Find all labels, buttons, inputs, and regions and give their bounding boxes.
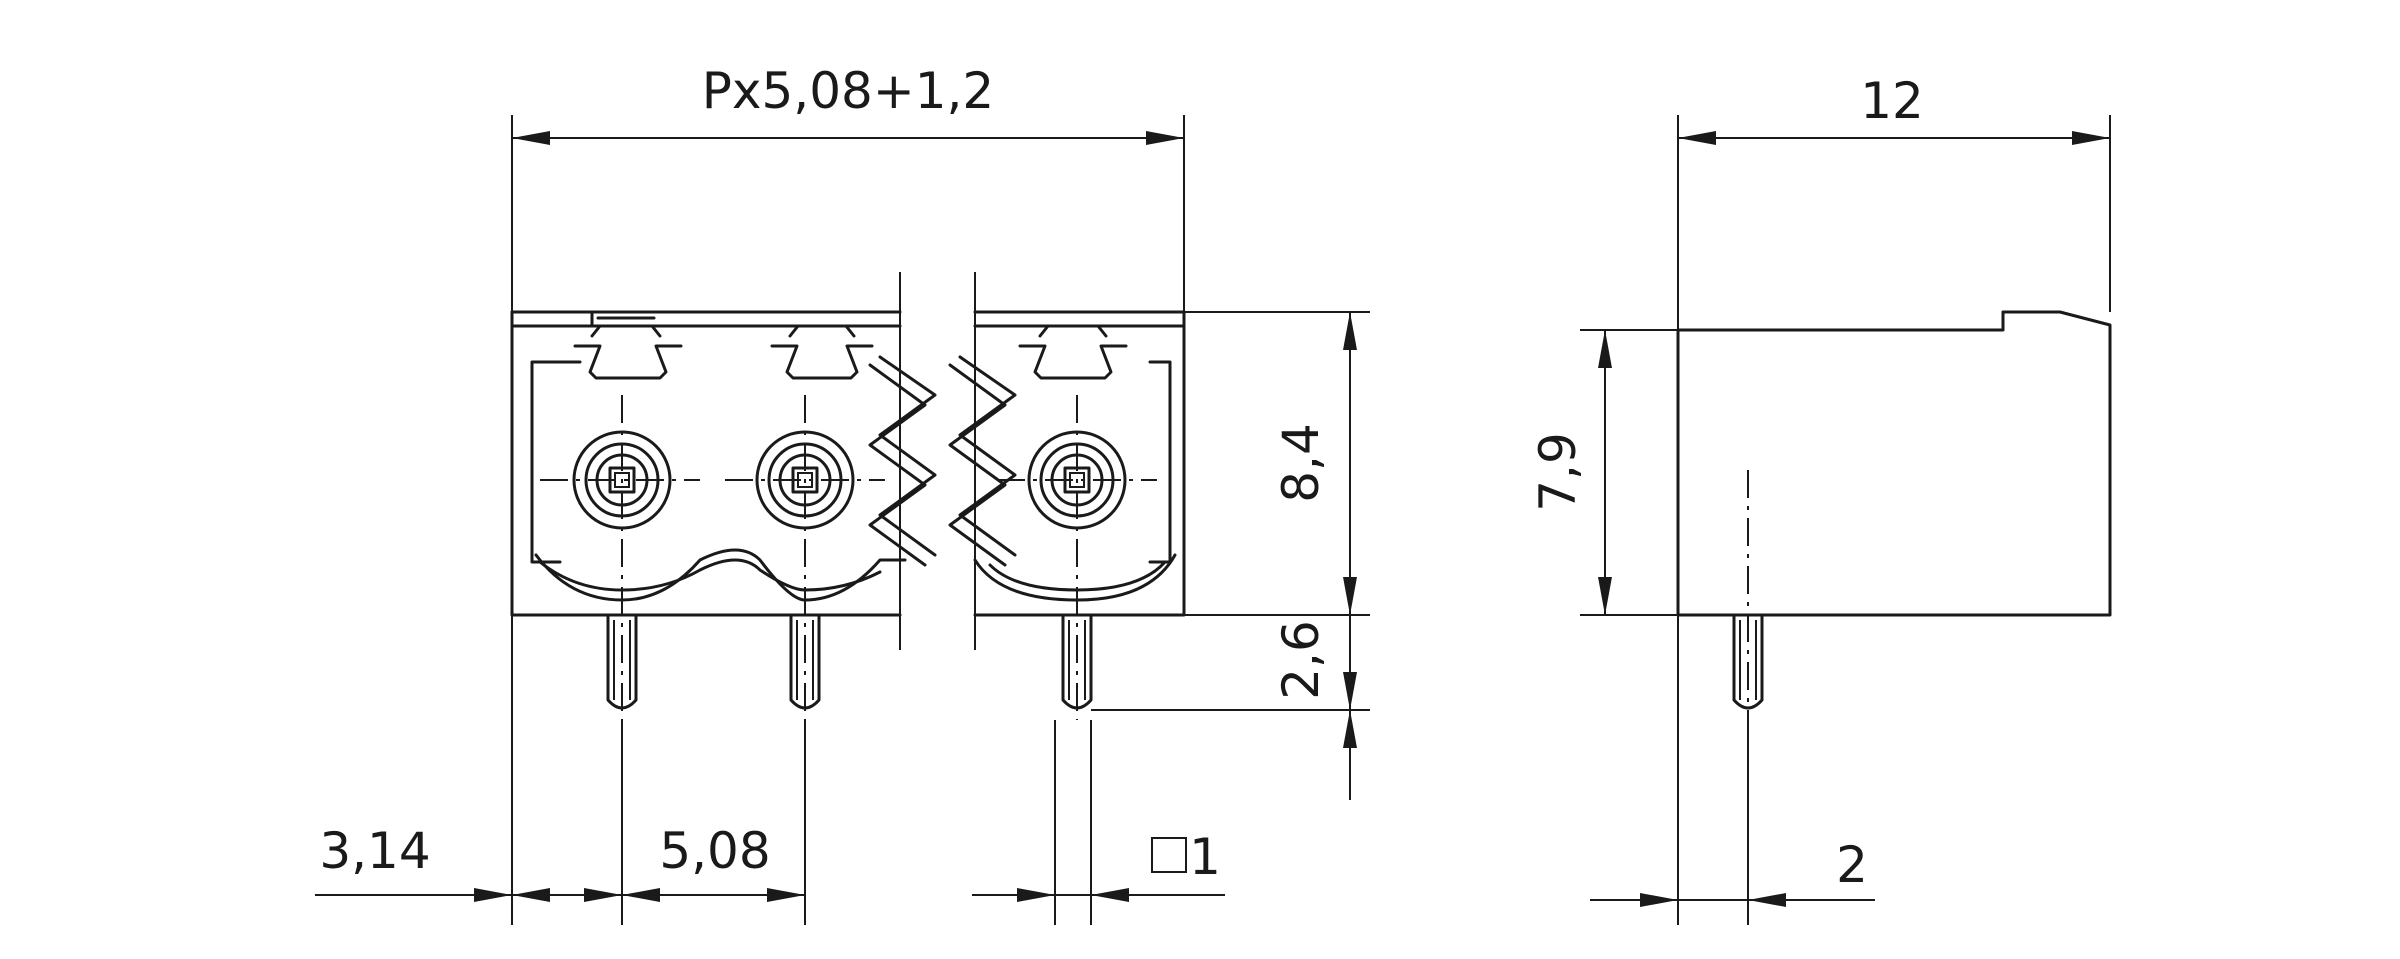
dim-edge-offset: 3,14 xyxy=(319,822,430,880)
latch-3 xyxy=(1018,324,1128,380)
side-pin xyxy=(1732,613,1764,710)
front-view xyxy=(510,272,1186,720)
dim-body-height: 8,4 xyxy=(1272,423,1330,503)
pin-3 xyxy=(1061,613,1093,710)
screw-terminal-1 xyxy=(540,395,700,720)
front-bottom-scallop-inner xyxy=(538,558,882,592)
dim-side-height: 7,9 xyxy=(1529,432,1587,512)
dim-pin-offset: 2 xyxy=(1836,836,1868,894)
pin-2 xyxy=(789,613,821,710)
side-view xyxy=(1676,310,2112,720)
break-marker-lines xyxy=(899,272,976,650)
front-body-left xyxy=(510,310,1186,617)
front-top-rail xyxy=(510,310,1186,328)
dim-pin-length: 2,6 xyxy=(1272,620,1330,700)
latch-2 xyxy=(770,324,874,380)
screw-terminal-3 xyxy=(997,395,1157,720)
square-section-icon xyxy=(1151,837,1187,873)
break-line-right xyxy=(948,363,1007,567)
screw-terminal-2 xyxy=(725,395,885,720)
dim-overall-width: Px5,08+1,2 xyxy=(702,62,994,120)
break-line-left xyxy=(868,363,927,567)
dim-pitch: 5,08 xyxy=(659,822,770,880)
front-bottom-scallop xyxy=(534,548,907,602)
dim-side-depth: 12 xyxy=(1860,72,1924,130)
break-line-left-2 xyxy=(878,355,937,557)
latch-1 xyxy=(573,310,683,380)
pin-1 xyxy=(606,613,638,710)
dim-pin-square: 1 xyxy=(1189,828,1221,886)
front-inner-frame-left xyxy=(530,360,1172,564)
break-line-right-2 xyxy=(958,355,1017,557)
dimension-lines xyxy=(315,115,2111,925)
side-body-outline xyxy=(1676,310,2112,617)
